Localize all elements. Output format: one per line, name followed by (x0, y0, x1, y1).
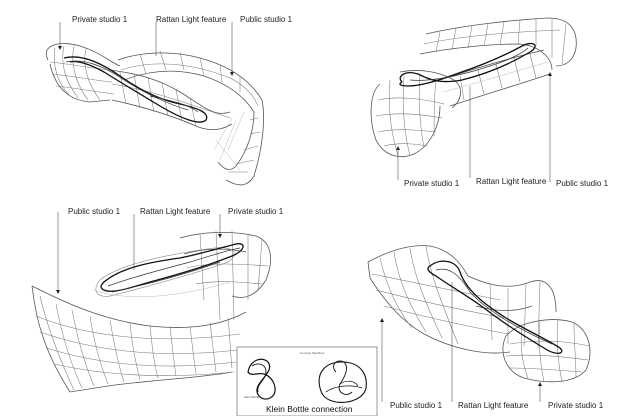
arrow-icon (58, 46, 62, 50)
label-private-studio: Private studio 1 (218, 207, 284, 238)
view-bottom-right: Public studio 1 Rattan Light feature Pri… (367, 245, 604, 410)
label-text: Rattan Light feature (476, 177, 547, 186)
arrow-icon (396, 146, 400, 150)
label-text: Private studio 1 (404, 179, 460, 188)
label-rattan-light: Rattan Light feature (451, 282, 529, 410)
label-rattan-light: Rattan Light feature (133, 207, 211, 270)
inset-small-title: Concept Sketches (300, 351, 325, 355)
label-private-studio: Private studio 1 (396, 146, 460, 188)
view-bottom-left: Public studio 1 Rattan Light feature Pri… (31, 207, 284, 393)
label-text: Rattan Light feature (458, 401, 529, 410)
label-private-studio: Private studio 1 (58, 15, 128, 50)
view-top-right: Private studio 1 Rattan Light feature Pu… (370, 17, 609, 188)
label-rattan-light: Rattan Light feature (155, 15, 227, 56)
klein-bottle-inset: Concept Sketches Klein Bottle Klein Bott… (236, 346, 378, 416)
label-text: Rattan Light feature (140, 207, 211, 216)
label-text: Public studio 1 (390, 401, 443, 410)
label-public-studio: Public studio 1 (380, 318, 443, 410)
arrow-icon (380, 318, 384, 322)
rattan-light-path (100, 243, 244, 293)
arrow-icon (230, 72, 234, 76)
label-rattan-light: Rattan Light feature (469, 86, 547, 186)
label-text: Public studio 1 (240, 15, 293, 24)
rattan-light-path (399, 42, 536, 87)
wireframe-mesh (370, 17, 577, 157)
label-text: Public studio 1 (556, 179, 609, 188)
arrow-icon (538, 382, 542, 386)
rattan-light-path (63, 56, 208, 123)
rattan-light-path (427, 260, 563, 354)
label-text: Private studio 1 (228, 207, 284, 216)
label-public-studio: Public studio 1 (56, 207, 121, 294)
arrow-icon (548, 72, 552, 76)
wireframe-mesh (45, 43, 264, 186)
label-text: Private studio 1 (72, 15, 128, 24)
label-text: Rattan Light feature (156, 15, 227, 24)
arrow-icon (218, 234, 222, 238)
klein-sketch-left (247, 358, 276, 400)
label-public-studio: Public studio 1 (230, 15, 293, 76)
label-private-studio: Private studio 1 (538, 382, 604, 410)
inset-small-note: Klein Bottle (244, 395, 260, 399)
label-public-studio: Public studio 1 (548, 72, 609, 188)
view-top-left: Private studio 1 Rattan Light feature Pu… (45, 15, 293, 186)
klein-sketch-right (318, 360, 367, 403)
label-text: Private studio 1 (548, 401, 604, 410)
arrow-icon (56, 290, 60, 294)
wireframe-mesh (367, 245, 591, 383)
label-text: Public studio 1 (68, 207, 121, 216)
inset-caption: Klein Bottle connection (266, 404, 353, 414)
